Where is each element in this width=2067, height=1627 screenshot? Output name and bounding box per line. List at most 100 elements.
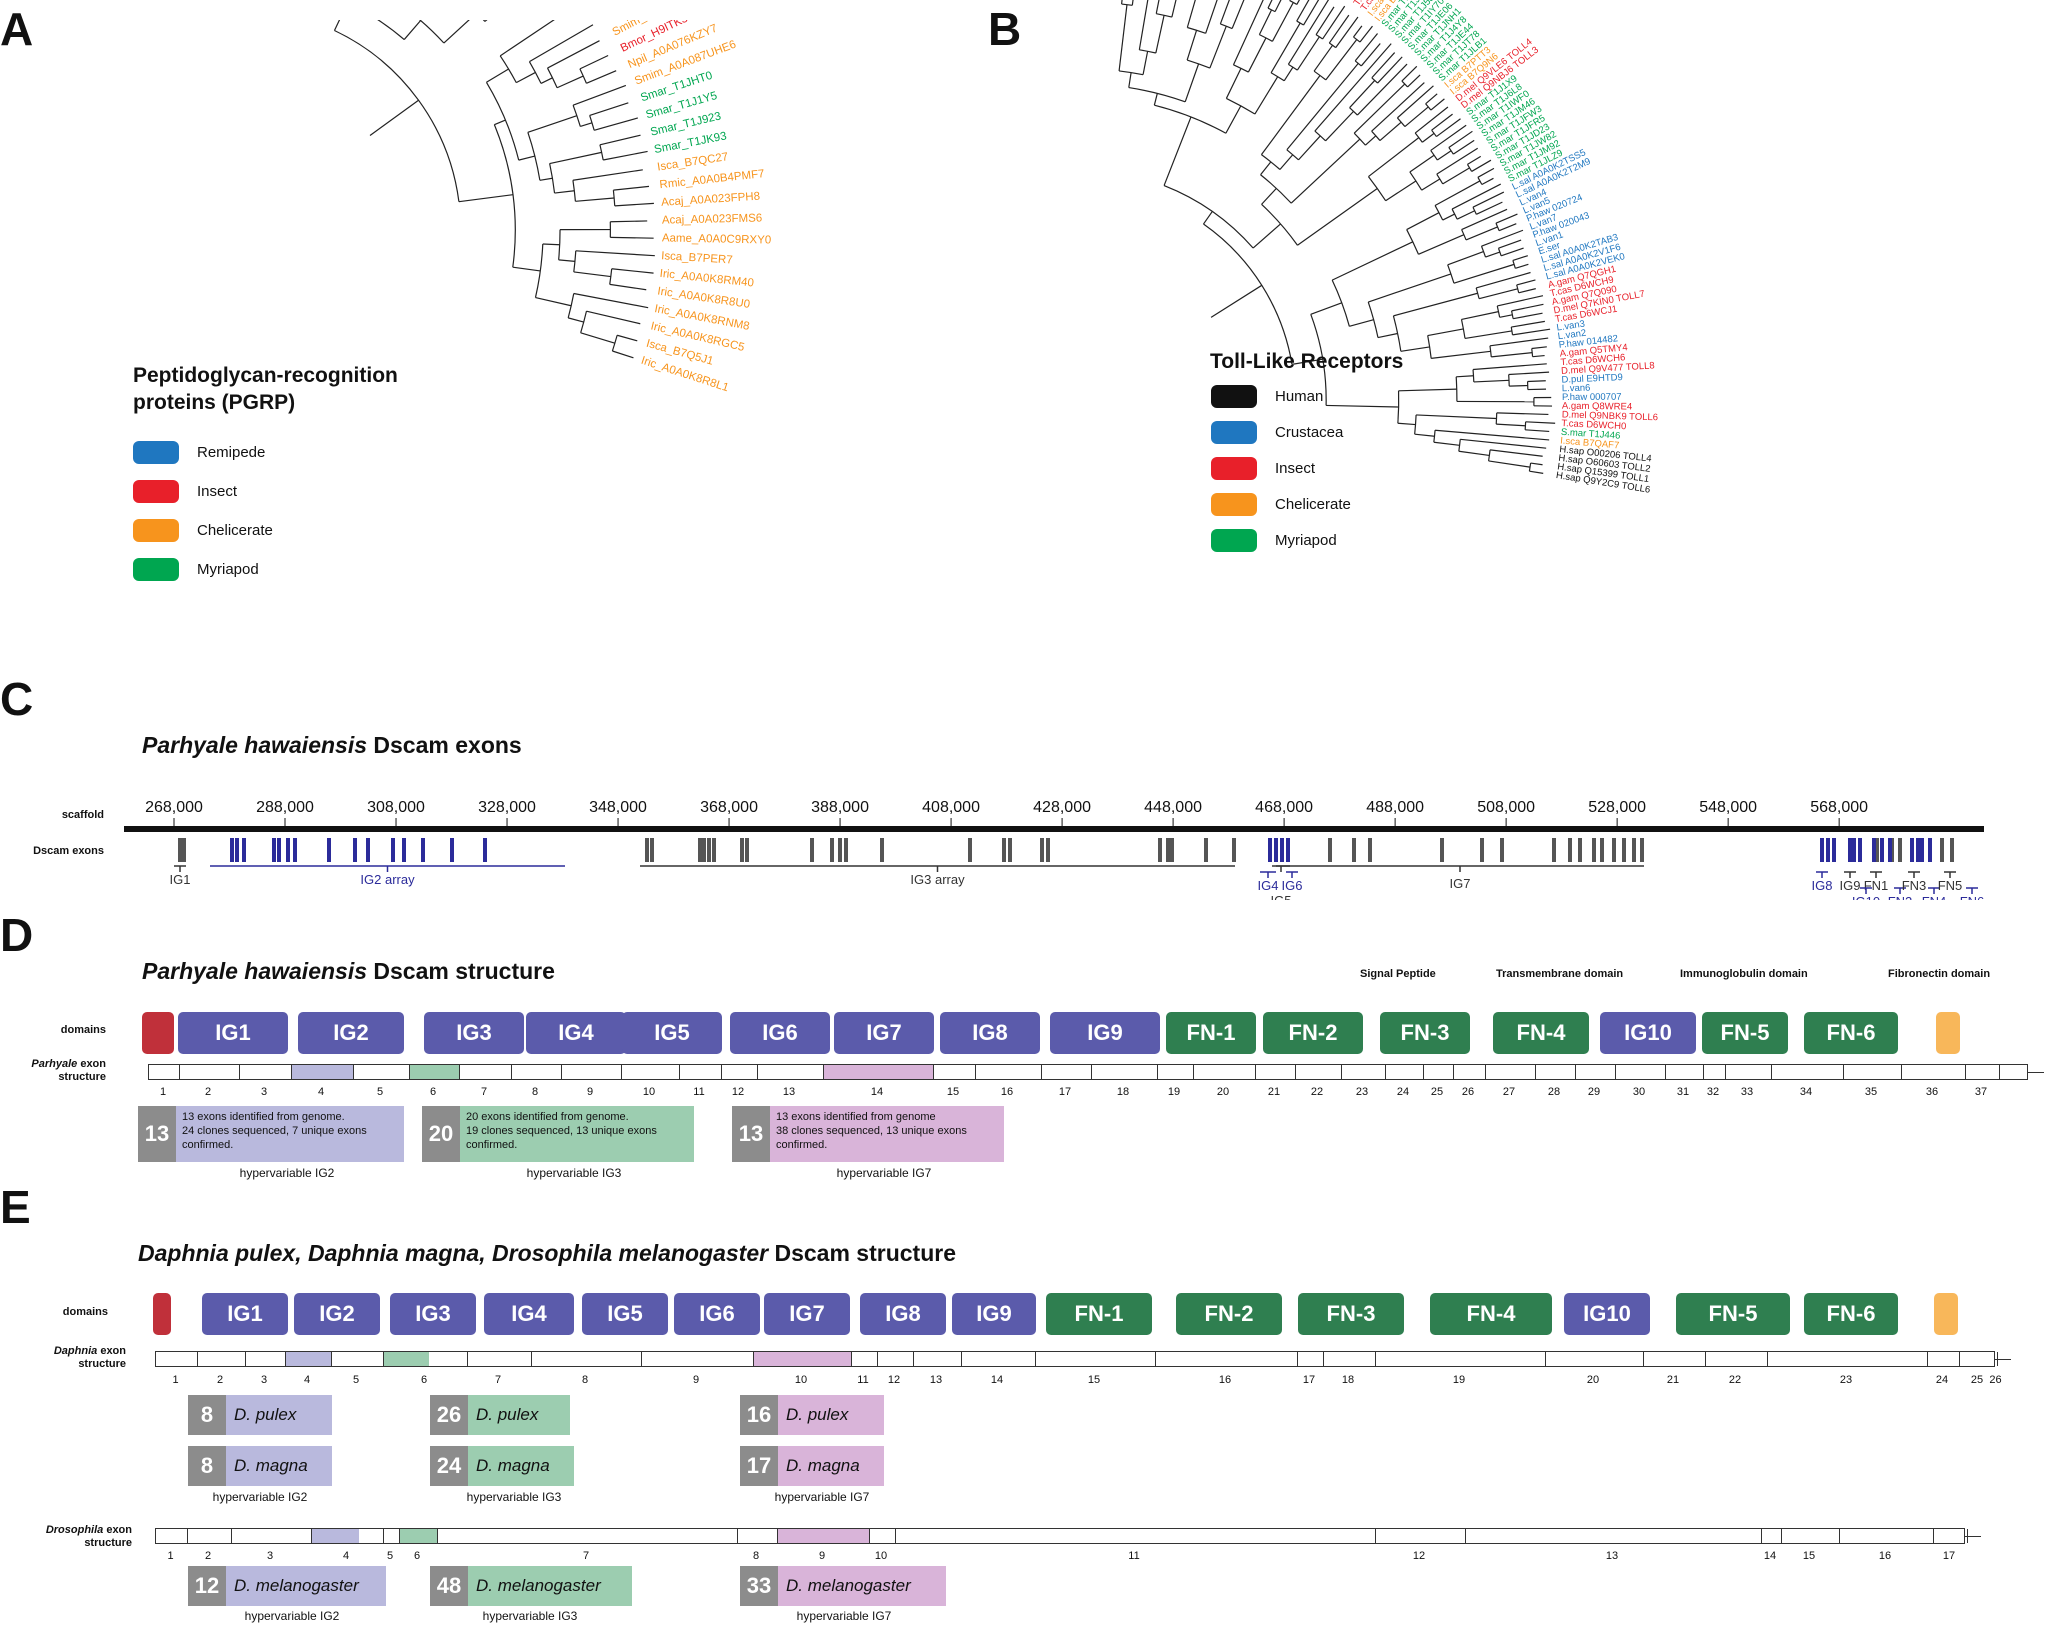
scaffold-tick-label: 568,000	[1810, 799, 1868, 816]
parhyale-exon-boundary	[239, 1065, 240, 1079]
daphnia-exon-boundary	[1927, 1352, 1928, 1366]
exon-mark	[968, 838, 972, 862]
daphnia-exon-tail	[1995, 1359, 2011, 1360]
species-name: D. melanogaster	[234, 1576, 359, 1595]
exon-mark	[1008, 838, 1012, 862]
species-hypervariable-label: hypervariable IG3	[482, 1609, 578, 1623]
exon-mark	[1440, 838, 1444, 862]
exon-mark	[230, 838, 234, 862]
parhyale-exon-boundary	[933, 1065, 934, 1079]
exon-mark	[1920, 838, 1924, 862]
parhyale-exon-number: 22	[1310, 1086, 1324, 1098]
parhyale-exon-boundary	[1423, 1065, 1424, 1079]
parhyale-exon-number: 2	[204, 1086, 212, 1098]
daphnia-signal-peptide	[153, 1293, 171, 1335]
tlr-legend-swatch	[1211, 493, 1257, 516]
pgrp-leaf-label: Iric_A0A0K8RM40	[659, 268, 754, 290]
exon-mark	[182, 838, 186, 862]
pgrp-tree: Aaeg_Q1HRH3Dmel_A4V2P5Dmel_F3YD64Dmel_F6…	[333, 20, 771, 394]
scaffold-tick-label: 488,000	[1366, 799, 1424, 816]
exon-mark	[286, 838, 290, 862]
pgrp-legend-title: Peptidoglycan-recognition proteins (PGRP…	[133, 362, 398, 416]
parhyale-exon-number: 37	[1974, 1086, 1988, 1098]
parhyale-exon-number: 30	[1632, 1086, 1646, 1098]
parhyale-exon-number: 6	[429, 1086, 437, 1098]
parhyale-signal-peptide	[142, 1012, 174, 1054]
pgrp-leaf-label: Isca_B7PER7	[661, 250, 733, 266]
drosophila-exon-number: 5	[386, 1550, 394, 1562]
species-exon-count: 33	[740, 1566, 778, 1606]
domain-legend-label: Signal Peptide	[1360, 968, 1436, 980]
parhyale-exon-boundary	[1453, 1065, 1454, 1079]
parhyale-domain-fn-6: FN-6	[1804, 1012, 1898, 1054]
drosophila-exon-boundary	[311, 1529, 312, 1543]
info-line: 13 exons identified from genome	[776, 1111, 936, 1123]
parhyale-exon-number: 1	[159, 1086, 167, 1098]
tlr-leaf-label: L.van2	[1557, 328, 1587, 343]
daphnia-exon-bar	[155, 1351, 1998, 1367]
hypervariable-exon-count: 13	[138, 1106, 176, 1162]
daphnia-domain-ig2: IG2	[294, 1293, 380, 1335]
daphnia-exon-label-rest: exon structure	[78, 1345, 126, 1370]
drosophila-exon-number: 16	[1878, 1550, 1892, 1562]
daphnia-exon-boundary	[1035, 1352, 1036, 1366]
domain-legend-item: Immunoglobulin domain	[1680, 968, 1808, 980]
panel-d-title-rest: Dscam structure	[367, 958, 555, 984]
parhyale-exon-number: 17	[1058, 1086, 1072, 1098]
parhyale-domain-fn-5: FN-5	[1702, 1012, 1788, 1054]
parhyale-exon-number: 12	[731, 1086, 745, 1098]
parhyale-exon-number: 28	[1547, 1086, 1561, 1098]
exon-mark	[272, 838, 276, 862]
parhyale-exon-number: 33	[1740, 1086, 1754, 1098]
tlr-tree: D.pul E9GW90P.haw 013432S.mar T1ITN8A.ga…	[1118, 0, 1658, 496]
fn4-label: FN4	[1922, 894, 1947, 900]
exon-mark	[712, 838, 716, 862]
info-line: 38 clones sequenced, 13 unique exons	[776, 1125, 967, 1137]
drosophila-exon-boundary	[737, 1529, 738, 1543]
daphnia-hypervariable-exon	[383, 1352, 429, 1366]
tlr-legend-label: Insect	[1275, 460, 1316, 477]
daphnia-exon-label-species: Daphnia	[53, 1345, 98, 1357]
species-exon-count: 8	[188, 1395, 226, 1435]
parhyale-exon-boundary	[823, 1065, 824, 1079]
exon-mark	[1640, 838, 1644, 862]
exon-mark	[1858, 838, 1862, 862]
species-name: D. magna	[476, 1456, 550, 1475]
drosophila-exon-number: 2	[204, 1550, 212, 1562]
parhyale-transmembrane	[1936, 1012, 1960, 1054]
drosophila-exon-number: 11	[1128, 1550, 1140, 1562]
exon-mark	[844, 838, 848, 862]
exon-mark	[650, 838, 654, 862]
parhyale-exon-label: Parhyale exon structure	[20, 1058, 106, 1084]
parhyale-domain-fn-4: FN-4	[1493, 1012, 1589, 1054]
ig7-label: IG7	[1450, 876, 1471, 891]
parhyale-exon-boundary	[353, 1065, 354, 1079]
daphnia-exon-number: 13	[929, 1374, 943, 1386]
scaffold-tick-label: 328,000	[478, 799, 536, 816]
daphnia-domain-fn-3: FN-3	[1298, 1293, 1404, 1335]
daphnia-domain-ig1: IG1	[202, 1293, 288, 1335]
species-exon-count: 26	[430, 1395, 468, 1435]
species-name: D. magna	[234, 1456, 308, 1475]
pgrp-leaf-label: Acaj_A0A023FPH8	[661, 191, 761, 209]
fn6-label: FN6	[1960, 894, 1985, 900]
daphnia-domain-fn-4: FN-4	[1430, 1293, 1552, 1335]
parhyale-exon-boundary	[1843, 1065, 1844, 1079]
species-hypervariable-label: hypervariable IG2	[244, 1609, 340, 1623]
parhyale-exon-number: 20	[1216, 1086, 1230, 1098]
parhyale-exon-number: 31	[1676, 1086, 1690, 1098]
parhyale-exon-boundary	[621, 1065, 622, 1079]
species-exon-count: 16	[740, 1395, 778, 1435]
ig2-array-label: IG2 array	[360, 872, 415, 887]
parhyale-exon-boundary	[975, 1065, 976, 1079]
exon-mark	[402, 838, 406, 862]
drosophila-exon-boundary	[895, 1529, 896, 1543]
parhyale-exon-boundary	[1665, 1065, 1666, 1079]
info-line: 13 exons identified from genome.	[182, 1111, 345, 1123]
scaffold-tick-label: 268,000	[145, 799, 203, 816]
parhyale-domain-fn-3: FN-3	[1380, 1012, 1470, 1054]
scaffold-tick-label: 348,000	[589, 799, 647, 816]
fn5-label: FN5	[1938, 878, 1963, 893]
pgrp-legend-item: Insect	[133, 480, 237, 503]
exon-mark	[1875, 838, 1879, 862]
